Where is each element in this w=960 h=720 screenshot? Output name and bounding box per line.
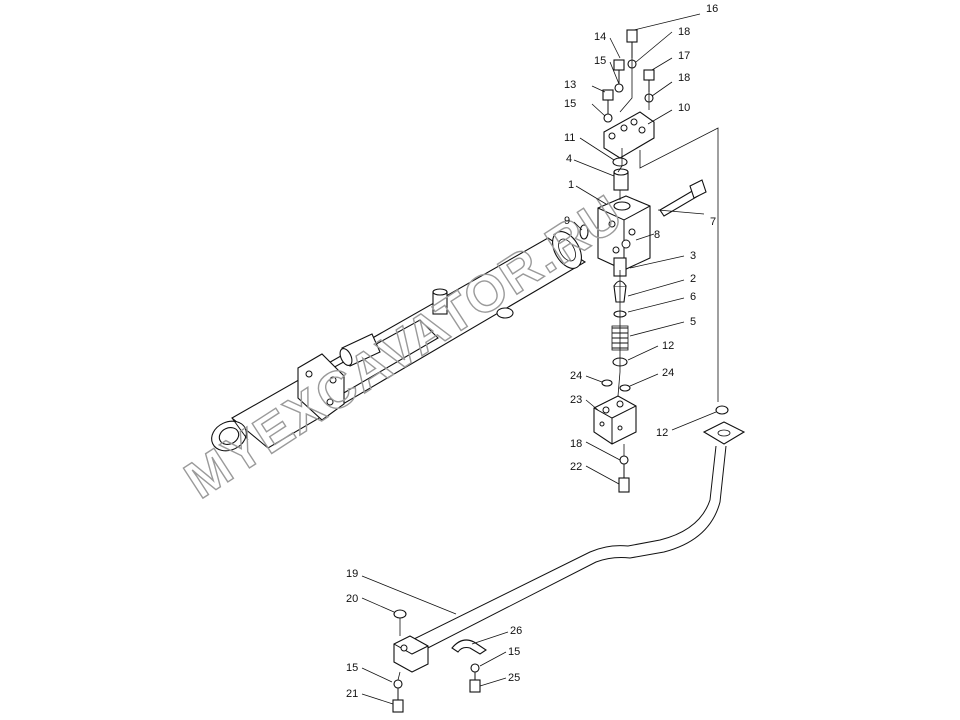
pipe [393, 405, 746, 673]
callout-17: 17 [678, 50, 690, 62]
callout-12: 12 [656, 427, 668, 439]
callout-18: 18 [570, 438, 582, 450]
o-ring-9 [579, 224, 589, 240]
callout-15: 15 [594, 55, 606, 67]
callout-24: 24 [662, 367, 674, 379]
callout-14: 14 [594, 31, 606, 43]
callout-16: 16 [706, 3, 718, 15]
callout-19: 19 [346, 568, 358, 580]
clamp [451, 639, 487, 655]
callout-15: 15 [508, 646, 520, 658]
callout-3: 3 [690, 250, 696, 262]
callout-26: 26 [510, 625, 522, 637]
callout-10: 10 [678, 102, 690, 114]
callout-labels: 16 14 18 15 17 13 18 15 10 11 4 1 9 7 8 … [346, 3, 718, 700]
callout-22: 22 [570, 461, 582, 473]
bolt-22 [618, 455, 630, 493]
callout-2: 2 [690, 273, 696, 285]
callout-13: 13 [564, 79, 576, 91]
callout-6: 6 [690, 291, 696, 303]
valve-body [597, 195, 651, 271]
callout-25: 25 [508, 672, 520, 684]
callout-7: 7 [710, 216, 716, 228]
o-ring [612, 157, 628, 167]
callout-20: 20 [346, 593, 358, 605]
valve-block [593, 395, 637, 445]
cover-plate [603, 111, 655, 159]
bolt-25 [469, 663, 481, 693]
callout-4: 4 [566, 153, 572, 165]
callout-23: 23 [570, 394, 582, 406]
callout-15: 15 [346, 662, 358, 674]
o-ring-24b [619, 384, 631, 392]
callout-11: 11 [564, 132, 575, 144]
connection-lines [397, 58, 719, 681]
callout-8: 8 [654, 229, 660, 241]
watermark-text: MYEXCAVATOR.RU [175, 184, 634, 510]
callout-15: 15 [564, 98, 576, 110]
callout-18: 18 [678, 72, 690, 84]
callout-12: 12 [662, 340, 674, 352]
hydraulic-cylinder [211, 231, 587, 452]
callout-leaders [361, 13, 717, 705]
callout-24: 24 [570, 370, 582, 382]
callout-5: 5 [690, 316, 696, 328]
bolt-7 [659, 179, 707, 217]
bolts-top [602, 29, 655, 123]
callout-1: 1 [568, 179, 574, 191]
callout-21: 21 [346, 688, 358, 700]
o-ring-24a [601, 379, 613, 387]
callout-9: 9 [564, 215, 570, 227]
callout-18: 18 [678, 26, 690, 38]
